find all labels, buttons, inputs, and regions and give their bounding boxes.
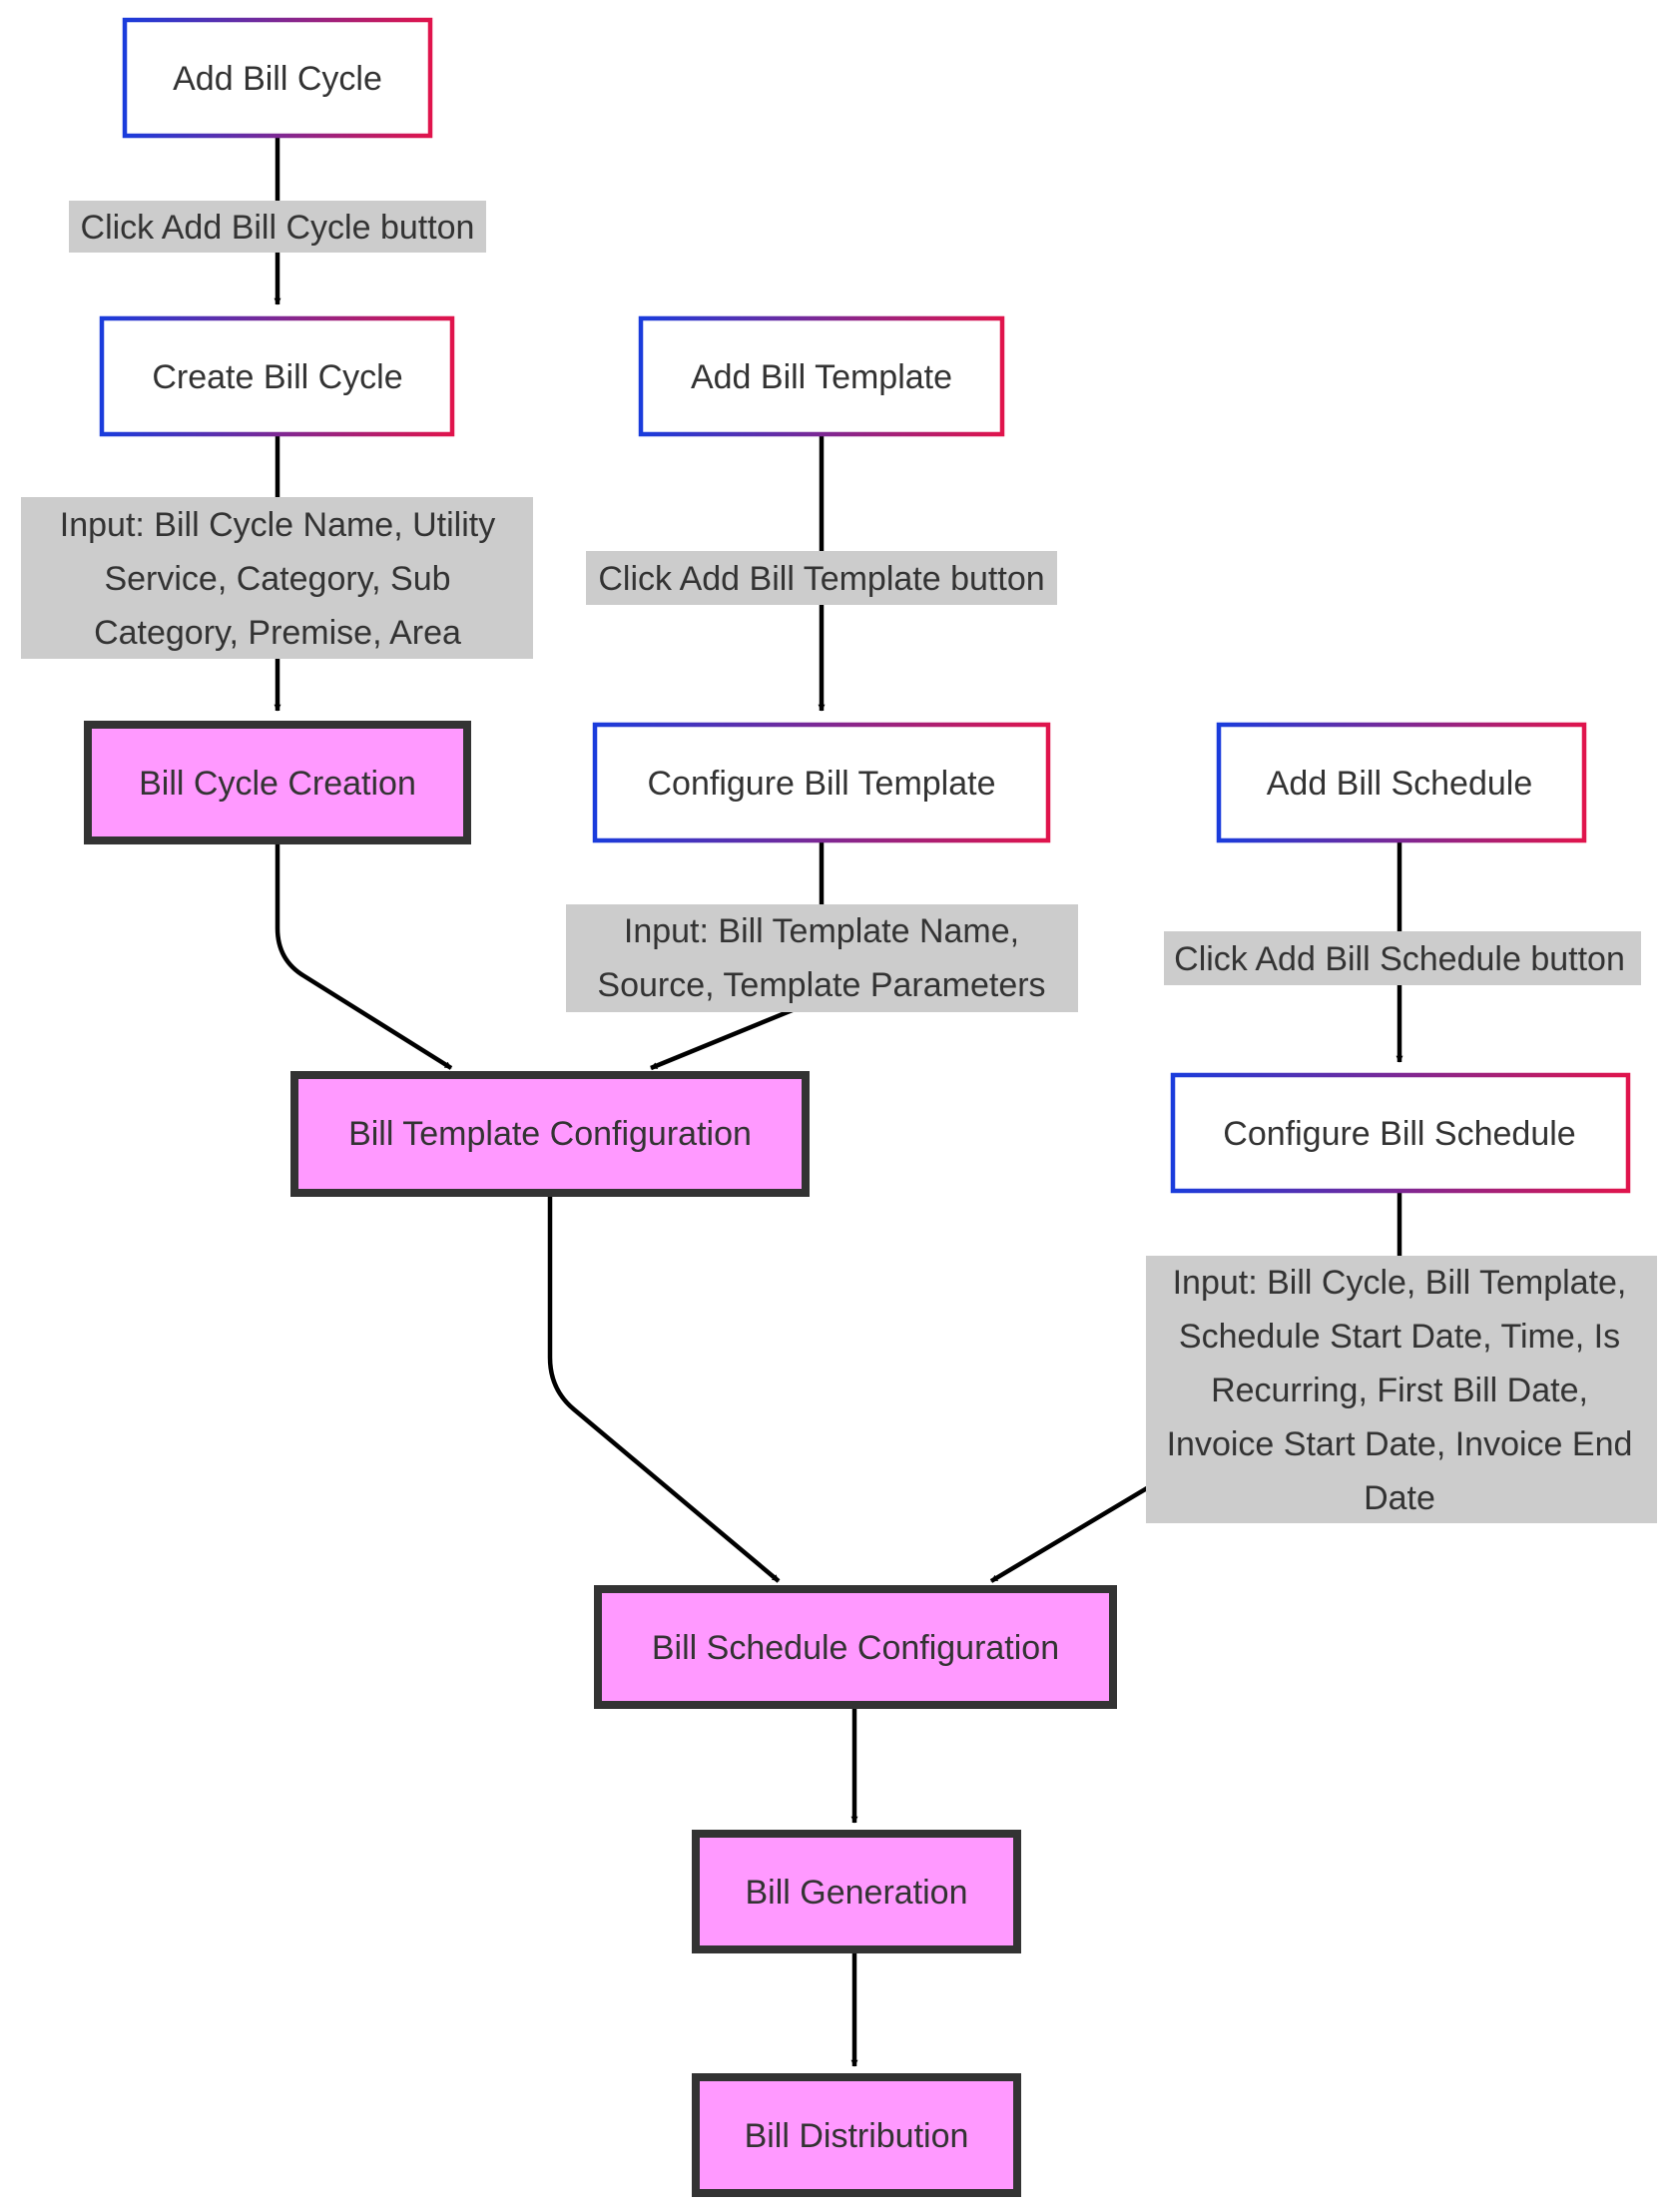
- edge-label-text: Source, Template Parameters: [597, 966, 1045, 1004]
- node-label: Add Bill Template: [691, 358, 952, 396]
- node-box[interactable]: [1216, 722, 1587, 843]
- node-bill-cycle-creation[interactable]: Bill Cycle Creation: [84, 721, 471, 844]
- node-label: Bill Template Configuration: [348, 1115, 752, 1153]
- node-configure-bill-template[interactable]: Configure Bill Template: [592, 722, 1051, 843]
- node-label: Create Bill Cycle: [152, 358, 402, 396]
- node-box[interactable]: [692, 1830, 1021, 1953]
- edge-label-text: Input: Bill Template Name,: [624, 912, 1019, 950]
- process-nodes: Add Bill Cycle Create Bill Cycle Add Bil…: [99, 17, 1631, 1194]
- node-label: Add Bill Cycle: [173, 60, 382, 98]
- edge-label-text: Click Add Bill Cycle button: [81, 209, 475, 247]
- node-label: Configure Bill Template: [648, 765, 996, 803]
- node-box[interactable]: [99, 315, 455, 437]
- edge-label-text: Click Add Bill Template button: [598, 560, 1044, 598]
- stage-nodes: Bill Cycle Creation Bill Template Config…: [84, 721, 1117, 2197]
- node-box[interactable]: [594, 1585, 1117, 1709]
- node-add-bill-schedule[interactable]: Add Bill Schedule: [1216, 722, 1587, 843]
- node-label: Bill Generation: [745, 1874, 967, 1912]
- edge-label-bg: [1146, 1256, 1657, 1523]
- edge-label-bg: [566, 904, 1078, 1012]
- edge-label-text: Category, Premise, Area: [94, 614, 461, 652]
- node-box[interactable]: [290, 1071, 810, 1197]
- node-box[interactable]: [122, 17, 433, 139]
- node-create-bill-cycle[interactable]: Create Bill Cycle: [99, 315, 455, 437]
- node-label: Bill Schedule Configuration: [652, 1629, 1059, 1667]
- edge-label-click-add-bill-schedule: Click Add Bill Schedule button: [1164, 931, 1641, 985]
- edge-label-click-add-bill-cycle: Click Add Bill Cycle button: [69, 201, 486, 253]
- edge-labels: Click Add Bill Cycle button Input: Bill …: [21, 201, 1657, 1523]
- node-label: Configure Bill Schedule: [1223, 1115, 1575, 1153]
- edge-template-config-to-schedule-config: [547, 1195, 781, 1583]
- node-label: Bill Distribution: [745, 2117, 969, 2155]
- edge-label-text: Input: Bill Cycle, Bill Template,: [1173, 1264, 1627, 1302]
- edge-label-bg: [1164, 931, 1641, 985]
- edge-label-text: Click Add Bill Schedule button: [1174, 940, 1625, 978]
- node-bill-distribution[interactable]: Bill Distribution: [692, 2073, 1021, 2197]
- node-box[interactable]: [692, 2073, 1021, 2197]
- node-label: Add Bill Schedule: [1267, 765, 1533, 803]
- node-box[interactable]: [592, 722, 1051, 843]
- edge-label-text: Input: Bill Cycle Name, Utility: [60, 506, 495, 544]
- edge-label-text: Service, Category, Sub: [104, 560, 450, 598]
- node-add-bill-template[interactable]: Add Bill Template: [638, 315, 1005, 437]
- node-box[interactable]: [638, 315, 1005, 437]
- edge-label-text: Schedule Start Date, Time, Is: [1179, 1318, 1620, 1356]
- edge-label-input-bill-template: Input: Bill Template Name, Source, Templ…: [566, 904, 1078, 1012]
- edge-label-bg: [21, 497, 533, 659]
- edge-label-text: Date: [1364, 1479, 1435, 1517]
- node-bill-schedule-configuration[interactable]: Bill Schedule Configuration: [594, 1585, 1117, 1709]
- edge-label-input-bill-schedule: Input: Bill Cycle, Bill Template, Schedu…: [1146, 1256, 1657, 1523]
- edge-label-text: Recurring, First Bill Date,: [1211, 1372, 1588, 1409]
- node-label: Bill Cycle Creation: [139, 765, 416, 803]
- node-configure-bill-schedule[interactable]: Configure Bill Schedule: [1170, 1072, 1631, 1194]
- node-box[interactable]: [84, 721, 471, 844]
- edge-label-input-bill-cycle: Input: Bill Cycle Name, Utility Service,…: [21, 497, 533, 659]
- node-box[interactable]: [1170, 1072, 1631, 1194]
- edge-label-bg: [69, 201, 486, 253]
- node-bill-generation[interactable]: Bill Generation: [692, 1830, 1021, 1953]
- node-add-bill-cycle[interactable]: Add Bill Cycle: [122, 17, 433, 139]
- node-bill-template-configuration[interactable]: Bill Template Configuration: [290, 1071, 810, 1197]
- edge-label-bg: [586, 551, 1057, 605]
- edge-label-text: Invoice Start Date, Invoice End: [1167, 1425, 1633, 1463]
- edge-cycle-creation-to-template-config: [275, 842, 453, 1070]
- edge-label-click-add-bill-template: Click Add Bill Template button: [586, 551, 1057, 605]
